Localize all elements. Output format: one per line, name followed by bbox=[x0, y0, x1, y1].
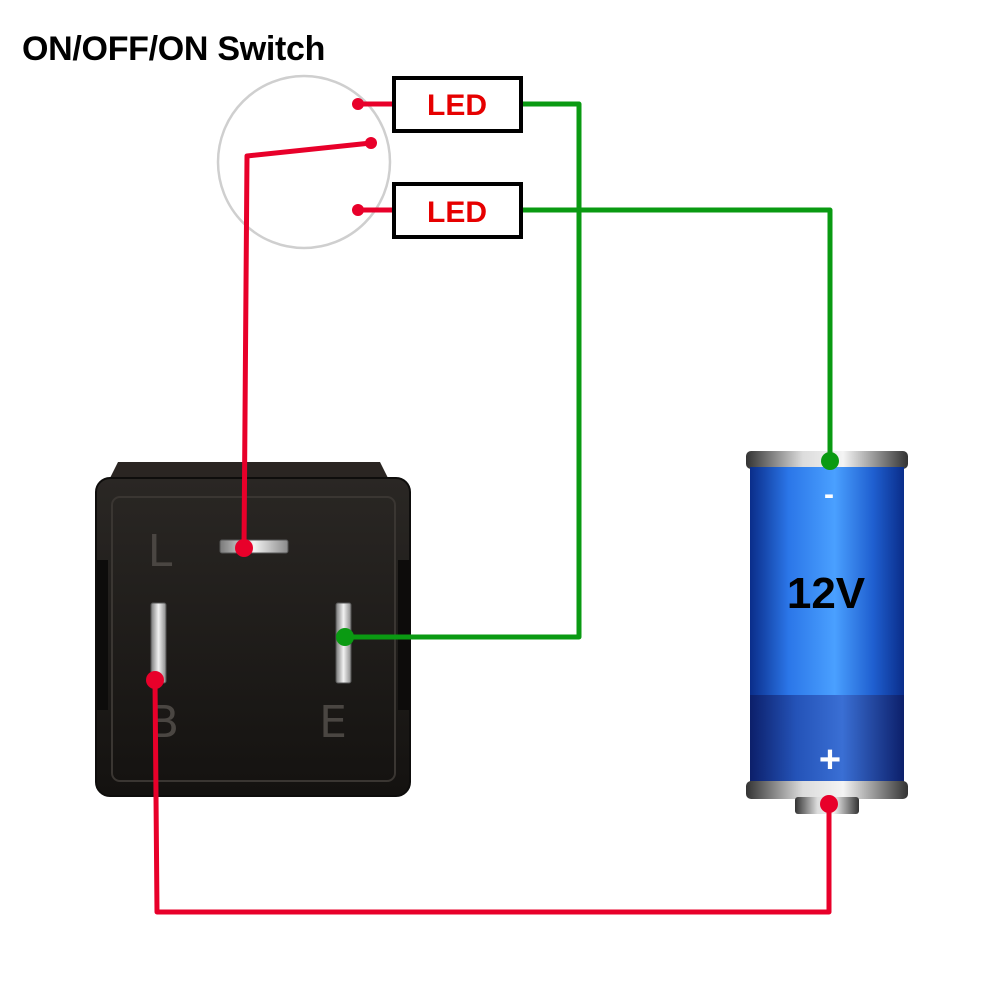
led-1: LED bbox=[392, 76, 523, 133]
led-1-box bbox=[392, 76, 523, 133]
battery-negative-sign: - bbox=[824, 478, 834, 511]
relay-unit: L B E bbox=[95, 462, 411, 797]
relay-label-e: E bbox=[319, 697, 347, 748]
battery-bottom-cap bbox=[746, 781, 908, 799]
wire-relay-b-to-battery-positive bbox=[152, 679, 832, 915]
diagram-title: ON/OFF/ON Switch bbox=[22, 30, 326, 68]
connection-dots bbox=[146, 98, 839, 813]
switch-contact-bottom bbox=[352, 204, 364, 216]
relay-e-terminal-dot bbox=[336, 628, 354, 646]
relay-pin-l bbox=[219, 539, 289, 554]
switch-contact-common bbox=[365, 137, 377, 149]
led-1-label: LED bbox=[427, 89, 487, 122]
battery-positive-sign: + bbox=[819, 739, 841, 781]
battery-negative-dot bbox=[821, 452, 839, 470]
wire-led2-to-battery-negative bbox=[521, 207, 833, 461]
led-2-box bbox=[392, 182, 523, 239]
green-wires bbox=[345, 101, 833, 640]
battery: - 12V + bbox=[746, 451, 908, 814]
relay-b-terminal-dot bbox=[146, 671, 164, 689]
relay-pin-b bbox=[150, 602, 167, 684]
battery-body-lower bbox=[750, 695, 904, 783]
relay-side-slot-left bbox=[96, 560, 108, 710]
led-2: LED bbox=[392, 182, 523, 239]
led-2-label: LED bbox=[427, 196, 487, 229]
battery-voltage: 12V bbox=[787, 569, 866, 618]
battery-body-upper bbox=[750, 467, 904, 695]
relay-label-l: L bbox=[148, 526, 173, 577]
switch-outline bbox=[216, 74, 392, 250]
relay-l-terminal-dot bbox=[235, 539, 253, 557]
switch-contact-top bbox=[352, 98, 364, 110]
battery-positive-dot bbox=[820, 795, 838, 813]
wire-switch-to-relay-l bbox=[241, 140, 372, 549]
wire-led1-to-relay-e bbox=[345, 101, 582, 640]
